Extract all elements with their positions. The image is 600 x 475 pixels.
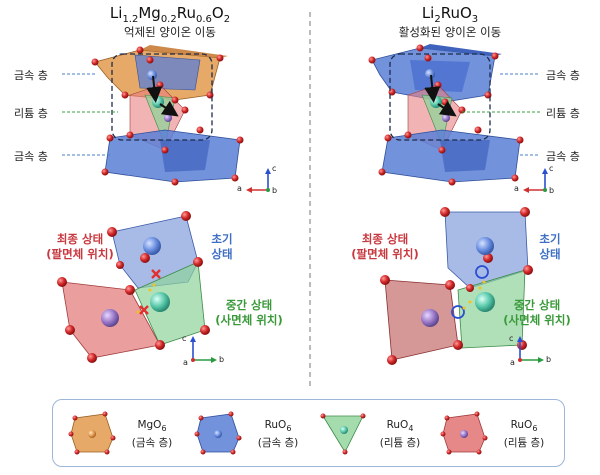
- right-metal-layer-bottom-label: 금속 층: [546, 150, 580, 163]
- right-axis-top-b: b: [549, 186, 555, 195]
- right-lithium-layer-label: 리튬 층: [546, 107, 580, 120]
- legend-ruo6-lithium-icon: [440, 411, 488, 455]
- left-axis-top-a: a: [237, 184, 242, 193]
- right-axis-bottom-c: c: [509, 334, 514, 343]
- left-lithium-layer-label: 리튬 층: [14, 107, 48, 120]
- right-subtitle: 활성화된 양이온 이동: [398, 25, 502, 39]
- left-layered-structure: [62, 45, 244, 186]
- left-axis-bottom-a: a: [183, 358, 188, 367]
- right-final-state-label: 최종 상태(팔면체 위치): [351, 232, 419, 261]
- left-axis-top: [246, 168, 271, 193]
- right-axis-top-c: c: [549, 164, 554, 173]
- left-axis-top-c: c: [272, 164, 277, 173]
- right-axis-top: [523, 168, 548, 193]
- legend-mgo6-icon: [68, 411, 116, 455]
- legend-ruo4-text: RuO4 (리튬 층): [379, 419, 421, 450]
- left-subtitle: 억제된 양이온 이동: [124, 25, 216, 39]
- right-metal-layer-top-label: 금속 층: [546, 69, 580, 82]
- legend-ruo6-metal-icon: [194, 411, 242, 455]
- left-axis-bottom-c: c: [182, 334, 187, 343]
- left-intermediate-state-label: 중간 상태(사면체 위치): [215, 298, 283, 327]
- left-metal-layer-bottom-label: 금속 층: [14, 150, 48, 163]
- right-layered-structure: [368, 44, 540, 186]
- left-polyhedra: [57, 211, 210, 363]
- right-polyhedra: [380, 207, 533, 365]
- right-axis-bottom-b: b: [546, 355, 552, 364]
- right-axis-bottom: [517, 336, 544, 363]
- left-axis-bottom: [190, 336, 217, 363]
- right-title: Li2RuO3: [421, 4, 479, 25]
- left-axis-top-b: b: [272, 186, 278, 195]
- legend-ruo6-lithium-text: RuO6 (리튬 층): [503, 419, 545, 450]
- legend-mgo6-text: MgO6 (금속 층): [131, 419, 173, 450]
- right-axis-top-a: a: [514, 184, 519, 193]
- left-metal-layer-top-label: 금속 층: [14, 69, 48, 82]
- legend-ruo6-metal-text: RuO6 (금속 층): [257, 419, 299, 450]
- right-axis-bottom-a: a: [510, 358, 515, 367]
- left-title: Li1.2Mg0.2Ru0.6O2: [109, 4, 231, 25]
- legend-ruo4-icon: [320, 413, 366, 455]
- left-axis-bottom-b: b: [219, 355, 225, 364]
- left-final-state-label: 최종 상태(팔면체 위치): [46, 232, 114, 261]
- legend: MgO6 (금속 층) RuO6 (금속 층) RuO4 (리튬 층) RuO6…: [52, 399, 565, 467]
- right-intermediate-state-label: 중간 상태(사면체 위치): [503, 298, 571, 327]
